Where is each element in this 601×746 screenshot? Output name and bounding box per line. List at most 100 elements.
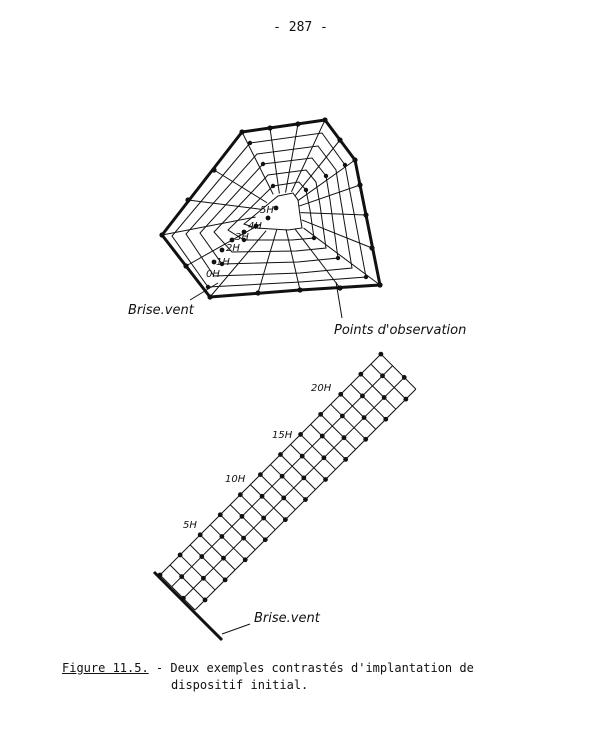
observation-point (352, 157, 358, 163)
contour-line (185, 145, 353, 277)
caption-label: Figure 11.5. (62, 661, 149, 675)
observation-point (341, 435, 347, 441)
contour-line (242, 192, 303, 231)
field-plan-diagram: 5H 4H 3H 2H 1H 0H Brise.vent Points d'ob… (128, 117, 466, 338)
contour-label-3h: 3H (235, 232, 249, 243)
observation-point (303, 187, 309, 193)
observation-point (177, 552, 183, 558)
transect-cross-line (320, 413, 357, 450)
transect-cross-line (179, 554, 216, 591)
caption-line2: dispositif initial. (171, 678, 309, 692)
transect-cross-line (250, 484, 286, 520)
radial-line (257, 229, 278, 294)
observation-point (383, 416, 389, 422)
observation-point (239, 513, 245, 519)
radial-line (285, 229, 301, 291)
observation-point (258, 472, 263, 477)
observation-point (339, 413, 345, 419)
observation-point (337, 137, 343, 143)
observation-point (179, 574, 185, 580)
observation-point (323, 477, 328, 482)
contour-line (213, 169, 327, 253)
observation-point (282, 517, 288, 523)
radial-line (285, 123, 299, 193)
observation-point (253, 223, 259, 229)
distance-label-20h: 20H (311, 383, 332, 394)
observation-point (157, 572, 163, 578)
observation-point (159, 232, 165, 238)
contour-label-1h: 1H (216, 257, 230, 268)
observation-point (197, 532, 203, 538)
transect-cross-lines (159, 353, 417, 611)
observation-point (338, 391, 344, 397)
radial-line (294, 228, 341, 289)
observation-point (278, 452, 283, 457)
observation-point (311, 235, 317, 241)
observation-point (262, 537, 268, 543)
observation-point (229, 237, 235, 243)
radial-lines (161, 119, 381, 298)
observation-point (270, 183, 276, 189)
observation-point (378, 351, 384, 357)
radial-line (294, 139, 341, 197)
radial-line (209, 230, 267, 298)
radial-line (300, 212, 367, 216)
observation-point (202, 597, 208, 603)
observation-point (321, 455, 327, 461)
radial-line (291, 119, 326, 192)
transect-cross-line (380, 353, 417, 390)
observation-point (259, 493, 265, 499)
observation-point (255, 290, 261, 296)
transect-cross-line (270, 464, 306, 500)
observation-point (303, 497, 308, 502)
transect-cross-line (169, 564, 206, 601)
observation-point (237, 492, 243, 498)
transect-cross-line (219, 514, 256, 551)
transect-cross-line (229, 504, 266, 541)
observation-point (342, 162, 348, 168)
contour-label-4h: 4H (248, 221, 262, 232)
observation-point (358, 371, 364, 377)
observation-point (380, 373, 385, 379)
figure-caption: Figure 11.5. - Deux exemples contrastés … (62, 660, 474, 694)
observation-point (335, 255, 341, 261)
observation-point (219, 247, 225, 253)
observation-point (281, 495, 287, 501)
transect-cross-line (290, 444, 326, 480)
observation-point (199, 554, 205, 559)
observation-points (157, 351, 409, 603)
observation-point (298, 432, 303, 437)
radial-line (301, 219, 373, 249)
observation-point (211, 167, 217, 173)
page-number: - 287 - (273, 20, 328, 35)
observation-point (377, 282, 383, 288)
windbreak-leader (189, 282, 219, 301)
observation-points-label: Points d'observation (334, 323, 466, 338)
observation-point (241, 535, 246, 541)
observation-point (360, 393, 365, 399)
distance-label-15h: 15H (272, 430, 293, 441)
radial-line (298, 184, 361, 207)
transect-cross-line (370, 363, 407, 400)
radial-line (185, 223, 262, 267)
transect-cross-line (209, 524, 246, 561)
observation-point (211, 259, 217, 265)
observation-point (318, 411, 324, 417)
radial-line (213, 169, 268, 204)
transect-cross-line (360, 373, 397, 410)
observation-point (242, 557, 248, 563)
observation-point (337, 285, 343, 291)
observation-point (265, 215, 271, 221)
observation-point (361, 415, 367, 420)
observation-point (222, 577, 228, 583)
observation-point (363, 274, 369, 280)
observation-point (323, 173, 329, 179)
transect-cross-line (300, 434, 336, 470)
observation-point (207, 294, 213, 300)
contour-label-0h: 0H (206, 269, 220, 280)
windbreak-label-bottom: Brise.vent (254, 611, 321, 626)
observation-point (273, 205, 279, 211)
caption-line1: - Deux exemples contrastés d'implantatio… (148, 661, 474, 675)
